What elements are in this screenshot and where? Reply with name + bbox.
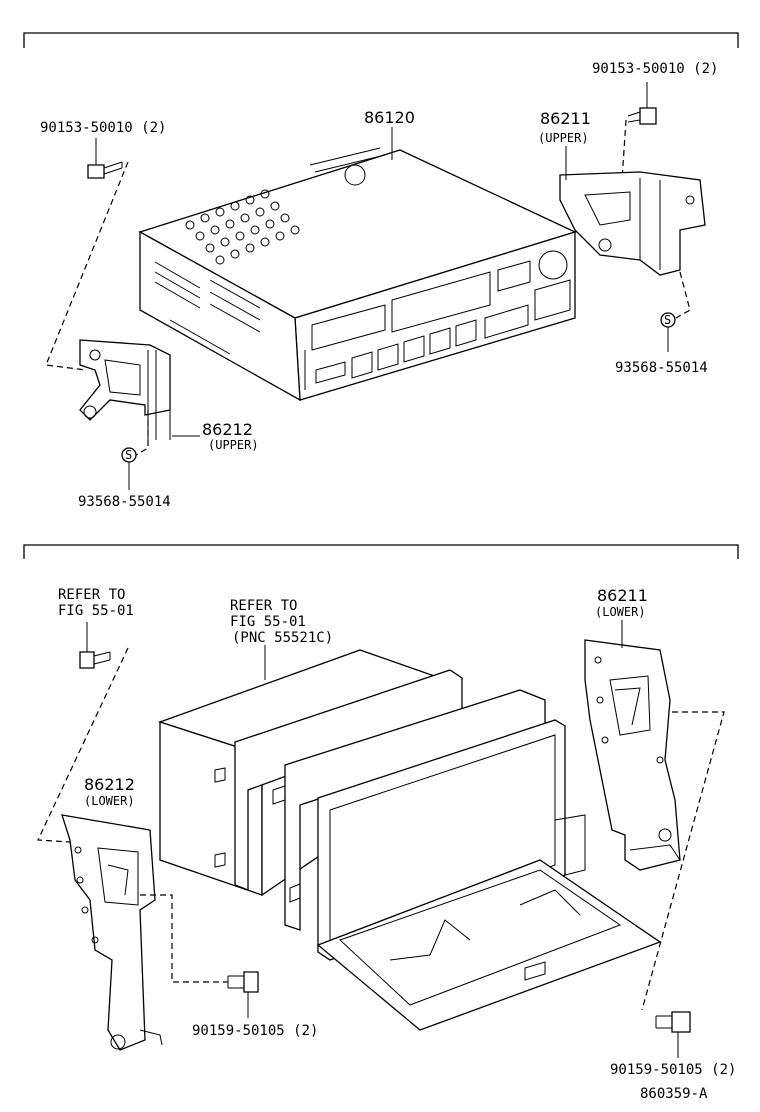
bolt-left-dashed-guide [45,161,129,371]
refer-center-line3: (PNC 55521C) [232,630,333,646]
screw-right-part-number: 90159-50105 (2) [610,1062,736,1078]
svg-text:S: S [664,313,671,327]
screw-right-dashed-guide [641,711,725,1011]
screw-left-part-number: 90159-50105 (2) [192,1023,318,1039]
screw-icon [655,1011,691,1033]
bottom-section-frame [23,544,739,559]
screw-left-dashed-guide [140,894,228,983]
bracket-left-lower-drawing [61,814,163,1051]
nut-icon: S [660,312,676,328]
figure-id: 860359-A [640,1086,708,1102]
bolt-icon [87,161,123,179]
bracket-right-lower-number: 86211 [597,586,648,605]
bracket-right-upper-position: (UPPER) [538,131,589,145]
bolt-right-dashed-guide [621,119,627,181]
bracket-left-lower-position: (LOWER) [84,794,135,808]
bracket-right-upper-drawing [559,171,706,276]
pocket-assembly-drawing [157,649,662,1031]
refer-left-dashed-guide [37,647,129,843]
bracket-right-lower-position: (LOWER) [595,605,646,619]
refer-center-line1: REFER TO [230,598,297,614]
top-section-frame [23,32,739,48]
bracket-left-upper-position: (UPPER) [208,438,259,452]
svg-text:S: S [125,448,132,462]
bracket-left-upper-number: 86212 [202,420,253,439]
radio-part-number: 86120 [364,108,415,127]
refer-center-line2: FIG 55-01 [230,614,306,630]
bracket-left-upper-drawing [79,339,171,440]
bracket-left-lower-number: 86212 [84,775,135,794]
nut-left-part-number: 93568-55014 [78,494,171,510]
radio-receiver-drawing [138,147,577,402]
screw-icon [227,971,259,993]
refer-left-line2: FIG 55-01 [58,603,134,619]
bolt-right-part-number: 90153-50010 (2) [592,61,718,77]
nut-right-part-number: 93568-55014 [615,360,708,376]
bracket-right-lower-drawing [584,639,681,871]
bolt-left-part-number: 90153-50010 (2) [40,120,166,136]
bolt-icon [79,651,111,669]
bracket-right-upper-number: 86211 [540,109,591,128]
bolt-icon [627,107,657,125]
nut-icon: S [121,447,137,463]
refer-left-line1: REFER TO [58,587,125,603]
nut-left-dashed-guide [135,410,149,456]
nut-right-dashed-guide [675,271,691,319]
